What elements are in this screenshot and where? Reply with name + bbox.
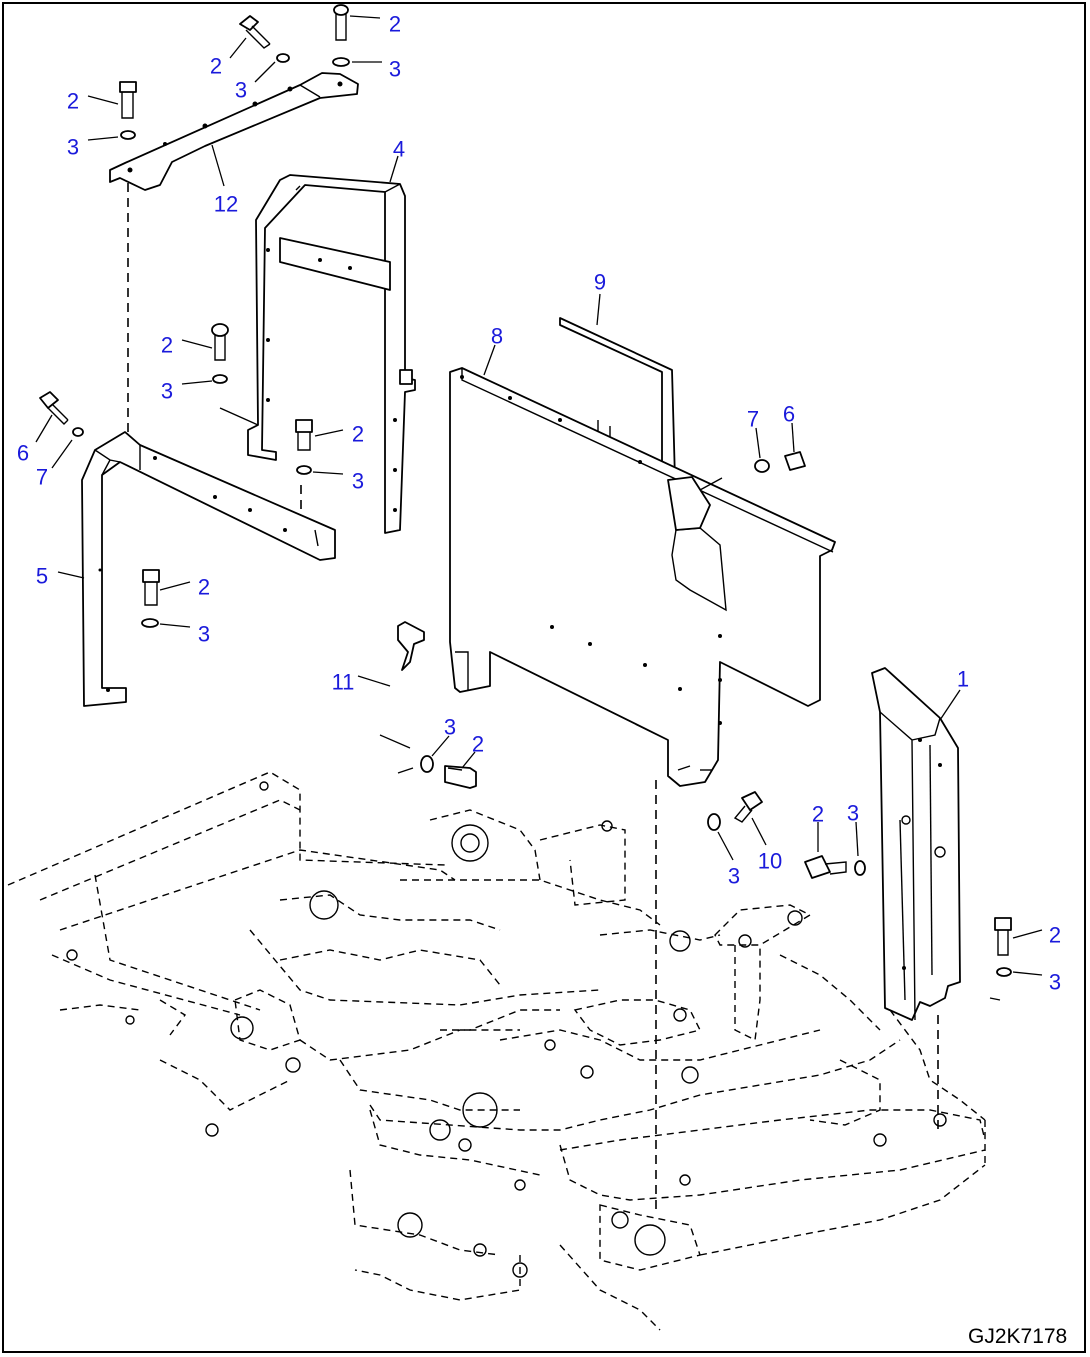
drawing-code: GJ2K7178	[968, 1325, 1067, 1348]
callout-3: 3	[389, 57, 401, 82]
callout-3: 3	[352, 469, 364, 494]
callout-3: 3	[67, 135, 79, 160]
callout-6: 6	[17, 441, 29, 466]
callout-4: 4	[393, 137, 405, 162]
callout-7: 7	[36, 465, 48, 490]
callout-2: 2	[198, 575, 210, 600]
callout-3: 3	[847, 801, 859, 826]
callout-1: 1	[957, 667, 969, 692]
callout-3: 3	[198, 622, 210, 647]
callout-3: 3	[235, 78, 247, 103]
callout-8: 8	[491, 324, 503, 349]
part-8-main-panel	[449, 367, 836, 787]
base-frame-dashed	[7, 771, 986, 1331]
callout-2: 2	[1049, 923, 1061, 948]
callout-10: 10	[758, 849, 782, 874]
callout-12: 12	[214, 192, 238, 217]
assembly-lines	[127, 183, 939, 1210]
callout-6: 6	[783, 402, 795, 427]
part-12-top-bracket	[109, 72, 359, 191]
callout-2: 2	[210, 54, 222, 79]
callout-2: 2	[352, 422, 364, 447]
callout-2: 2	[812, 802, 824, 827]
leader-lines	[35, 15, 1043, 1001]
callout-3: 3	[444, 715, 456, 740]
part-11-clip	[397, 621, 425, 671]
callout-2: 2	[67, 89, 79, 114]
part-1-right-column	[871, 667, 961, 1021]
part-4-upper-frame	[219, 174, 416, 534]
callout-2: 2	[389, 12, 401, 37]
callout-5: 5	[36, 564, 48, 589]
callout-2: 2	[472, 732, 484, 757]
part-5-side-post	[81, 431, 336, 707]
callout-3: 3	[728, 864, 740, 889]
callout-3: 3	[1049, 970, 1061, 995]
callout-9: 9	[594, 270, 606, 295]
callout-2: 2	[161, 333, 173, 358]
callout-11: 11	[332, 670, 355, 695]
callout-7: 7	[747, 407, 759, 432]
fasteners	[39, 4, 1012, 977]
callout-3: 3	[161, 379, 173, 404]
